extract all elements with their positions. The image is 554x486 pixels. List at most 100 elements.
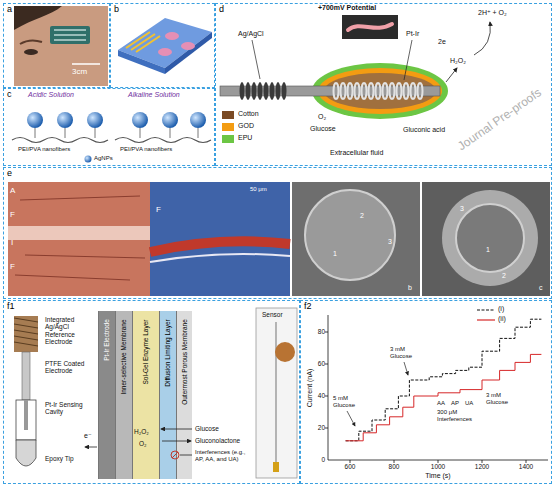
layer-name: Sol-Gel Enzyme Layer [142,319,149,384]
annotation-text: 3 mM Glucose [486,392,513,406]
tick-label: 20 [318,424,325,431]
annotation-text: PEI/PVA nanofibers [18,146,70,153]
sensor-drawing [256,308,297,478]
nanofiber-chemistry [162,112,178,128]
current-chart [328,315,329,460]
axis-title: Current (nA) [306,369,314,408]
implant-probe [342,15,398,39]
annotation-text: +700mV Potential [318,4,376,12]
legend-text: (i) [498,305,504,313]
face-photo [72,63,100,65]
sensor-drawing [14,308,297,478]
face-photo [54,30,86,40]
face-photo [14,6,108,86]
panel-frame: b [110,3,215,88]
layer-name: Diffusion Limiting Layer [164,319,171,386]
flux-arrow [180,455,192,456]
flux-arrow [161,429,192,430]
annotation-text: Gluconic acid [403,126,445,134]
legend-text: EPU [238,134,252,142]
tick-label: 80 [318,328,325,335]
annotation-text: PEI/PVA nanofibers [120,146,172,153]
implant-probe [264,82,269,100]
annotation-text: 2 [502,272,506,280]
implant-probe [276,82,281,100]
annotation-text: 2e [438,38,446,46]
nanofiber-chemistry [57,112,73,128]
annotation-text: F [10,210,15,219]
current-chart [325,428,328,429]
current-chart [404,362,408,375]
annotation-text: O₂ [139,440,147,447]
annotation-text: 5 mM Glucose [333,395,360,409]
legend-line-sample [477,319,495,320]
nanofiber-chemistry [170,128,171,138]
implant-probe [355,83,360,99]
implant-probe [348,24,392,30]
annotation-text: Glucose [195,425,219,432]
sensor-schematic [118,50,165,74]
annotation-text: AA [437,400,445,407]
tissue-images [150,182,290,296]
panel-frame: c [3,88,215,166]
tick-label: 800 [389,463,400,470]
tissue-images [8,182,550,296]
sensor-schematic [118,18,212,74]
layer-name: Pt-Ir Electrode [103,319,110,361]
nanofiber-chemistry [132,112,148,128]
panel-frame: e [3,167,552,299]
implant-probe [390,83,395,99]
annotation-text: UA [465,400,473,407]
annotation-text: b [408,284,412,292]
implant-probe [270,82,275,100]
tissue-images [15,196,145,280]
nanofiber-chemistry [27,112,43,128]
annotation-text: F [156,205,161,214]
face-photo [24,49,38,55]
tick-label: 0 [321,456,325,463]
legend-text: Cotton [238,110,259,118]
legend-swatch [222,135,234,143]
annotation-text: Pt-Ir [406,30,419,38]
annotation-text: 3 [388,238,392,246]
tick-label: 1200 [475,463,489,470]
annotation-text: 1 [333,250,337,258]
annotation-text: PTFE Coated Electrode [45,360,95,375]
implant-probe [252,40,260,79]
annotation-text: Interferences (e.g., AP, AA, and UA) [195,449,253,463]
implant-probe [383,83,388,99]
annotation-text: F [10,262,15,271]
annotation-text: A [10,186,15,195]
annotation-text: Extracellular fluid [330,149,383,157]
implant-probe [376,83,381,99]
sensor-schematic [165,32,179,40]
annotation-text: 3cm [72,67,87,76]
implant-probe [404,83,409,99]
sensor-drawing [14,336,38,340]
nanofiber-chemistry [35,128,198,138]
flux-arrow [85,447,97,448]
sensor-schematic [158,48,172,56]
legend-text: (ii) [498,315,506,323]
legend-swatch [222,111,234,119]
panel-letter: f2 [304,302,312,312]
tissue-images [422,182,550,296]
panel-letter: d [219,5,224,15]
panel-frame: a [3,3,110,88]
sensor-drawing [14,342,38,346]
current-chart [526,460,527,463]
flux-arrow [162,441,191,442]
axis-title: Time (s) [425,472,450,480]
annotation-text: 2H⁺ + O₂ [478,9,507,17]
current-chart [346,354,542,440]
tissue-images [442,190,538,286]
implant-probe [334,83,423,99]
sensor-drawing [16,400,36,440]
implant-probe [474,22,490,55]
implant-probe [362,83,367,99]
annotation-text: 50 μm [250,186,267,193]
nanofiber-chemistry [115,138,211,143]
face-photo [14,6,108,86]
